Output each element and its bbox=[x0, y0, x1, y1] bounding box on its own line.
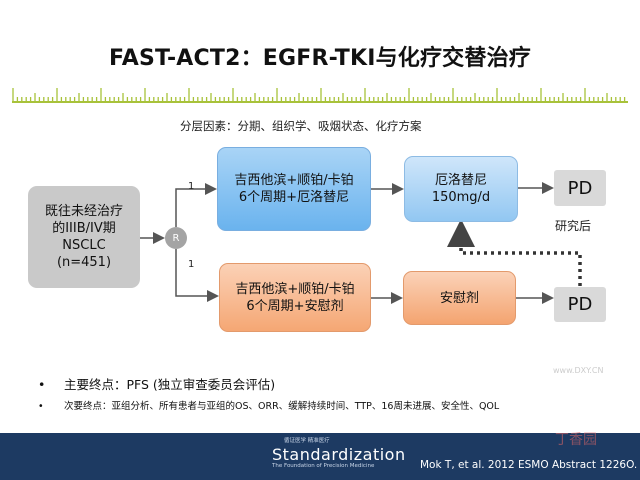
pd-box-lower: PD bbox=[554, 287, 606, 322]
arm-erlotinib-box: 吉西他滨+顺铂/卡铂 6个周期+厄洛替尼 bbox=[217, 147, 371, 231]
watermark-logo: 丁香园 bbox=[555, 432, 597, 448]
maintenance-erlotinib-box: 厄洛替尼 150mg/d bbox=[404, 156, 518, 222]
footer-bar bbox=[0, 433, 640, 480]
patient-population-box: 既往未经治疗 的IIIB/IV期 NSCLC (n=451) bbox=[28, 186, 140, 288]
decorative-ruler bbox=[12, 88, 628, 103]
primary-endpoint: •主要终点：PFS (独立审查委员会评估) bbox=[38, 377, 276, 392]
bullet-marker: • bbox=[38, 401, 44, 412]
crossover-dotted-arrow bbox=[447, 219, 582, 286]
pd-box-upper: PD bbox=[554, 170, 606, 206]
logo-tagline-top: 循证医学 精准医疗 bbox=[284, 438, 330, 444]
ratio-lower: 1 bbox=[188, 259, 195, 270]
stratification-factors: 分层因素：分期、组织学、吸烟状态、化疗方案 bbox=[180, 119, 422, 133]
randomization-node: R bbox=[165, 227, 187, 249]
logo-standardization: Standardization bbox=[272, 445, 406, 464]
slide-title: FAST-ACT2：EGFR-TKI与化疗交替治疗 bbox=[109, 46, 531, 71]
ratio-upper: 1 bbox=[188, 181, 195, 192]
logo-tagline-sub: The Foundation of Precision Medicine bbox=[272, 463, 375, 469]
arrow-r-to-lower bbox=[175, 249, 219, 302]
arrow-r-to-upper bbox=[175, 183, 217, 227]
bullet-marker: • bbox=[38, 377, 46, 392]
maintenance-placebo-box: 安慰剂 bbox=[403, 271, 516, 325]
citation-text: Mok T, et al. 2012 ESMO Abstract 1226O. bbox=[420, 459, 638, 471]
post-study-label: 研究后 bbox=[555, 219, 592, 233]
secondary-endpoints: •次要终点：亚组分析、所有患者与亚组的OS、ORR、缓解持续时间、TTP、16周… bbox=[38, 401, 500, 412]
arm-placebo-box: 吉西他滨+顺铂/卡铂 6个周期+安慰剂 bbox=[219, 263, 371, 332]
watermark-url: www.DXY.CN bbox=[553, 366, 604, 375]
